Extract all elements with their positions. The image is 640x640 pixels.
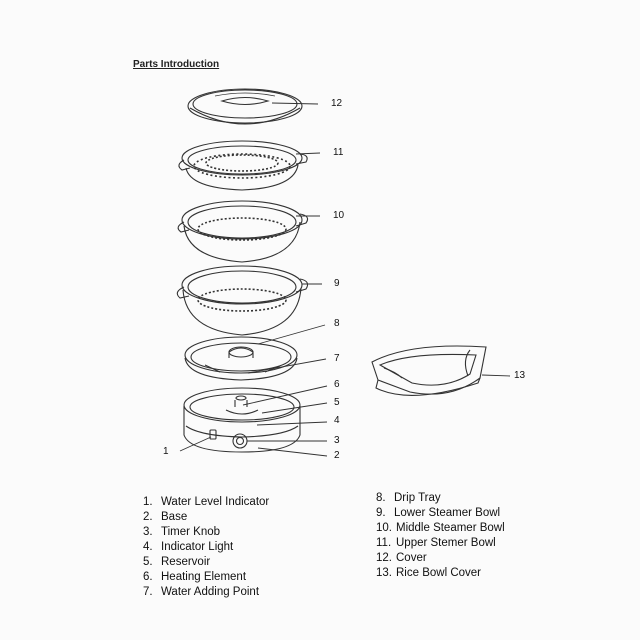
callout-5: 5: [334, 397, 340, 408]
item-number: 10.: [376, 522, 392, 534]
list-item: 8. Drip Tray: [376, 491, 505, 506]
item-name: Lower Steamer Bowl: [394, 507, 501, 519]
item-name: Water Level Indicator: [161, 496, 270, 508]
parts-list-left: 1. Water Level Indicator 2. Base 3. Timer K…: [143, 495, 269, 600]
item-name: Timer Knob: [161, 526, 221, 538]
callout-6: 6: [334, 379, 340, 390]
list-item: 11. Upper Stemer Bowl: [376, 536, 505, 551]
callout-9: 9: [334, 278, 340, 289]
upper-steamer-bowl-illustration: [178, 140, 308, 191]
list-item: 13. Rice Bowl Cover: [376, 566, 505, 581]
base-illustration: [183, 387, 301, 453]
item-number: 9.: [376, 507, 386, 519]
item-number: 1.: [143, 496, 153, 508]
item-number: 5.: [143, 556, 153, 568]
item-name: Upper Stemer Bowl: [396, 537, 496, 549]
drip-tray-illustration: [184, 336, 298, 381]
callout-10: 10: [333, 210, 345, 221]
list-item: 6. Heating Element: [143, 570, 269, 585]
callout-3: 3: [334, 435, 340, 446]
list-item: 4. Indicator Light: [143, 540, 269, 555]
callout-12: 12: [331, 98, 343, 109]
list-item: 1. Water Level Indicator: [143, 495, 269, 510]
callout-2: 2: [334, 450, 340, 461]
callout-7: 7: [334, 353, 340, 364]
item-number: 4.: [143, 541, 153, 553]
item-name: Water Adding Point: [161, 586, 260, 598]
list-item: 10. Middle Steamer Bowl: [376, 521, 505, 536]
callout-4: 4: [334, 415, 340, 426]
item-name: Base: [161, 511, 188, 523]
list-item: 9. Lower Steamer Bowl: [376, 506, 505, 521]
item-number: 3.: [143, 526, 153, 538]
callout-1: 1: [163, 446, 169, 457]
list-item: 12. Cover: [376, 551, 505, 566]
callout-11: 11: [333, 147, 344, 158]
item-number: 7.: [143, 586, 153, 598]
item-name: Cover: [396, 552, 427, 564]
item-number: 2.: [143, 511, 153, 523]
item-name: Heating Element: [161, 571, 247, 583]
list-item: 7. Water Adding Point: [143, 585, 269, 600]
list-item: 3. Timer Knob: [143, 525, 269, 540]
rice-bowl-cover-illustration: [371, 345, 487, 396]
parts-list-right: 8. Drip Tray 9. Lower Steamer Bowl 10. Midd…: [376, 491, 505, 581]
item-name: Drip Tray: [394, 492, 441, 504]
callout-13: 13: [514, 370, 526, 381]
lower-steamer-bowl-illustration: [176, 265, 309, 336]
item-name: Reservoir: [161, 556, 211, 568]
item-number: 12.: [376, 552, 392, 564]
middle-steamer-bowl-illustration: [177, 200, 309, 263]
cover-illustration: [187, 88, 303, 125]
item-name: Middle Steamer Bowl: [396, 522, 505, 534]
callout-8: 8: [334, 318, 340, 329]
list-item: 2. Base: [143, 510, 269, 525]
item-name: Rice Bowl Cover: [396, 567, 481, 579]
page-title: Parts Introduction: [133, 59, 220, 70]
item-number: 8.: [376, 492, 386, 504]
list-item: 5. Reservoir: [143, 555, 269, 570]
item-name: Indicator Light: [161, 541, 234, 553]
item-number: 13.: [376, 567, 392, 579]
item-number: 11.: [376, 537, 392, 549]
item-number: 6.: [143, 571, 153, 583]
